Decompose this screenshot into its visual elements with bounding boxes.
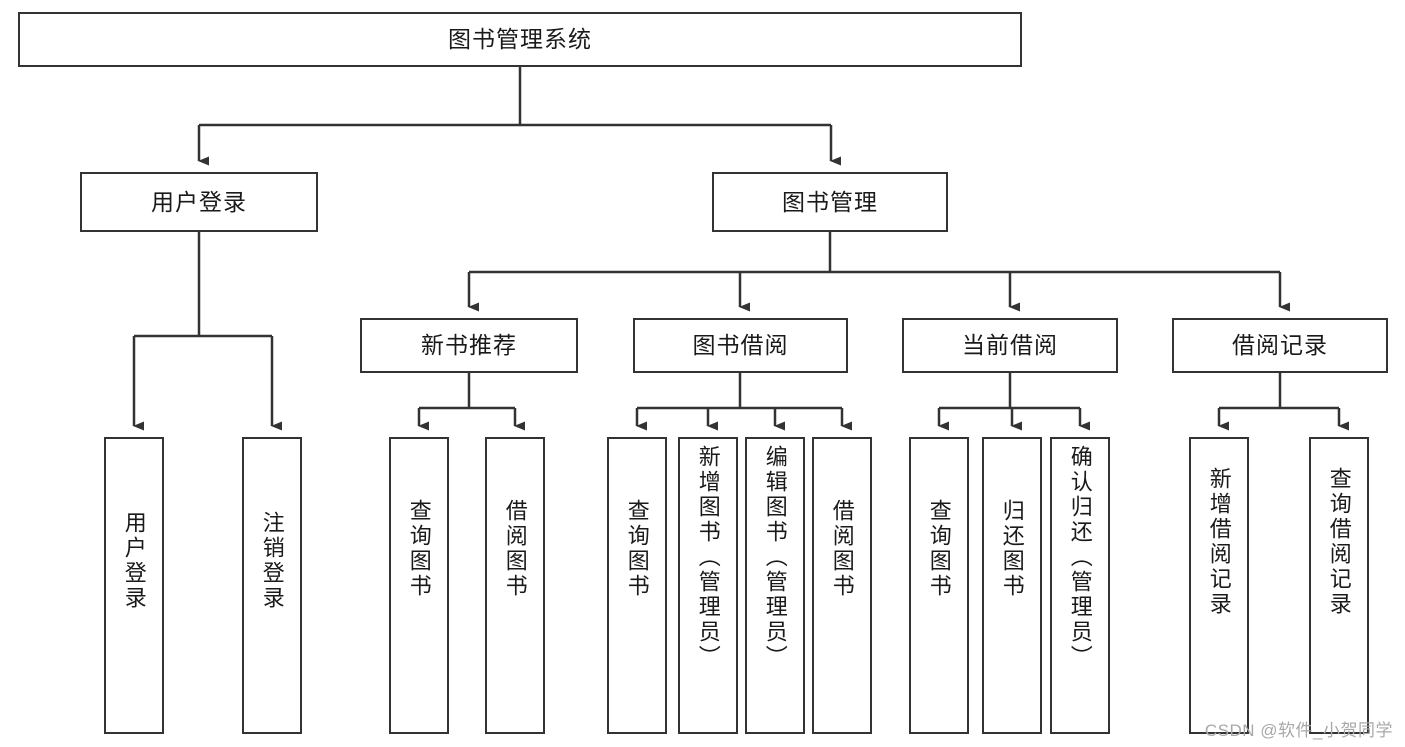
leaf-borrow-book-recommend-label: 借阅图书 bbox=[502, 499, 528, 599]
node-book-borrow-label: 图书借阅 bbox=[692, 332, 789, 358]
leaf-add-borrow-record-label: 新增借阅记录 bbox=[1206, 467, 1232, 617]
node-current-borrow-label: 当前借阅 bbox=[962, 332, 1058, 358]
edge-group-book-manage bbox=[467, 232, 1290, 312]
edge-group-current-borrow bbox=[937, 373, 1090, 431]
leaf-borrow-book-recommend[interactable]: 借阅图书 bbox=[485, 437, 545, 734]
leaf-user-login[interactable]: 用户登录 bbox=[104, 437, 164, 734]
node-borrow-record-label: 借阅记录 bbox=[1232, 332, 1328, 358]
leaf-confirm-return-admin-label: 确认归还（管理员） bbox=[1067, 445, 1093, 670]
node-new-book-recommend[interactable]: 新书推荐 bbox=[360, 318, 578, 373]
edge-group-user-login bbox=[132, 232, 282, 431]
leaf-query-borrow-record-label: 查询借阅记录 bbox=[1326, 467, 1352, 617]
edge-group-book-borrow bbox=[635, 373, 852, 431]
node-new-book-recommend-label: 新书推荐 bbox=[421, 332, 517, 358]
node-root-label: 图书管理系统 bbox=[448, 26, 592, 52]
leaf-return-book-label: 归还图书 bbox=[999, 499, 1025, 599]
leaf-confirm-return-admin[interactable]: 确认归还（管理员） bbox=[1050, 437, 1110, 734]
leaf-query-book-current[interactable]: 查询图书 bbox=[909, 437, 969, 734]
leaf-logout-label: 注销登录 bbox=[259, 511, 285, 611]
node-book-borrow[interactable]: 图书借阅 bbox=[633, 318, 848, 373]
leaf-add-borrow-record[interactable]: 新增借阅记录 bbox=[1189, 437, 1249, 734]
leaf-borrow-book-label: 借阅图书 bbox=[829, 499, 855, 599]
leaf-query-book-current-label: 查询图书 bbox=[926, 499, 952, 599]
edge-group-new-book-rec bbox=[417, 373, 525, 431]
edge-group-root bbox=[197, 67, 841, 166]
leaf-add-book-admin-label: 新增图书（管理员） bbox=[695, 445, 721, 670]
leaf-borrow-book[interactable]: 借阅图书 bbox=[812, 437, 872, 734]
edge-group-borrow-record bbox=[1217, 373, 1349, 431]
leaf-add-book-admin[interactable]: 新增图书（管理员） bbox=[678, 437, 738, 734]
node-book-manage-label: 图书管理 bbox=[782, 188, 878, 215]
leaf-return-book[interactable]: 归还图书 bbox=[982, 437, 1042, 734]
node-user-login[interactable]: 用户登录 bbox=[80, 172, 318, 232]
leaf-edit-book-admin-label: 编辑图书（管理员） bbox=[762, 445, 788, 670]
leaf-edit-book-admin[interactable]: 编辑图书（管理员） bbox=[745, 437, 805, 734]
leaf-query-book-recommend[interactable]: 查询图书 bbox=[389, 437, 449, 734]
node-current-borrow[interactable]: 当前借阅 bbox=[902, 318, 1118, 373]
node-book-manage[interactable]: 图书管理 bbox=[712, 172, 948, 232]
node-user-login-label: 用户登录 bbox=[151, 188, 247, 215]
leaf-query-borrow-record[interactable]: 查询借阅记录 bbox=[1309, 437, 1369, 734]
node-borrow-record[interactable]: 借阅记录 bbox=[1172, 318, 1388, 373]
leaf-query-book-borrow[interactable]: 查询图书 bbox=[607, 437, 667, 734]
node-root[interactable]: 图书管理系统 bbox=[18, 12, 1022, 67]
leaf-query-book-recommend-label: 查询图书 bbox=[406, 499, 432, 599]
leaf-query-book-borrow-label: 查询图书 bbox=[624, 499, 650, 599]
leaf-logout[interactable]: 注销登录 bbox=[242, 437, 302, 734]
leaf-user-login-label: 用户登录 bbox=[121, 511, 147, 611]
